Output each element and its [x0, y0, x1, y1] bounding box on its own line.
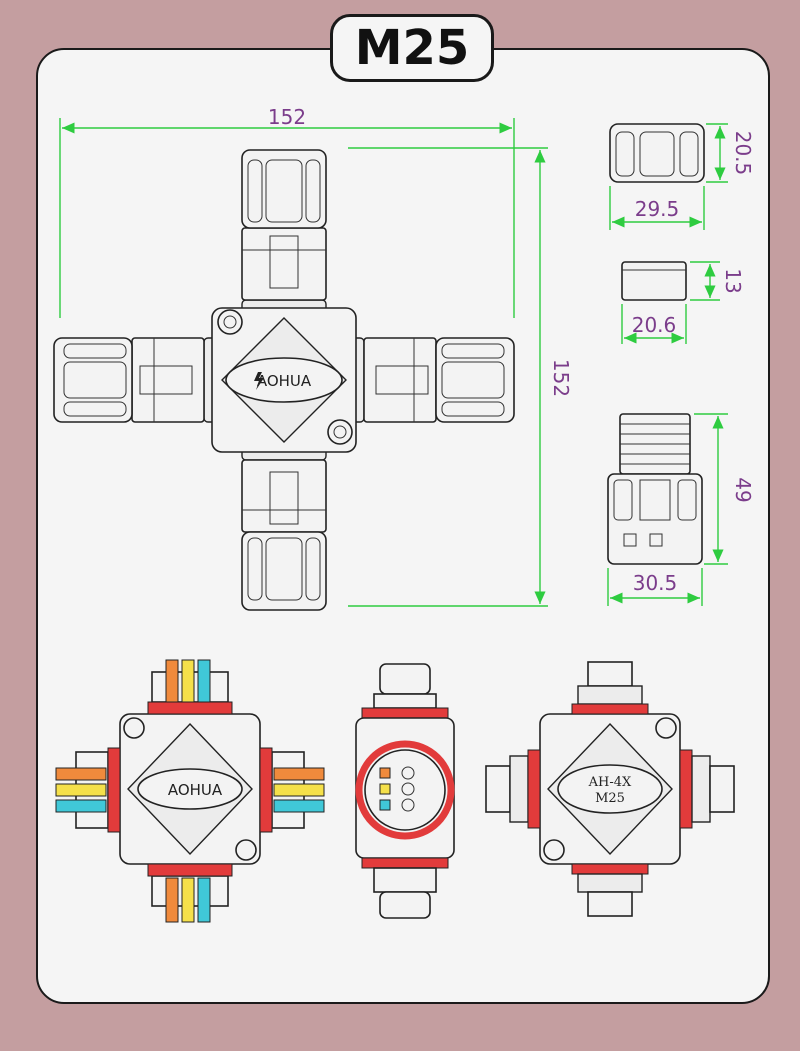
back-view: AH-4X M25: [485, 661, 735, 917]
svg-text:20.5: 20.5: [731, 131, 755, 176]
svg-text:152: 152: [268, 105, 306, 129]
svg-text:30.5: 30.5: [633, 571, 678, 595]
svg-text:49: 49: [731, 477, 755, 502]
svg-text:AOHUA: AOHUA: [168, 781, 223, 799]
cap-part: 20.5 29.5: [609, 123, 755, 230]
dimension-overall-width: 152: [59, 105, 515, 318]
top-view-connector: AOHUA: [53, 149, 515, 611]
model-label: AH-4X: [588, 775, 632, 790]
page-title: M25: [330, 14, 494, 82]
svg-text:152: 152: [549, 359, 573, 397]
brand-logo: AOHUA: [257, 372, 312, 390]
svg-text:13: 13: [721, 268, 745, 293]
svg-text:20.6: 20.6: [632, 313, 677, 337]
lightning-logo-icon: [254, 372, 264, 390]
size-label: M25: [595, 791, 625, 806]
side-view: [355, 663, 455, 919]
dimension-overall-height: 152: [348, 147, 573, 607]
connector-part: 49 30.5: [607, 413, 755, 606]
svg-text:29.5: 29.5: [635, 197, 680, 221]
terminal-view: AOHUA: [55, 659, 325, 923]
ring-part: 13 20.6: [621, 261, 745, 344]
